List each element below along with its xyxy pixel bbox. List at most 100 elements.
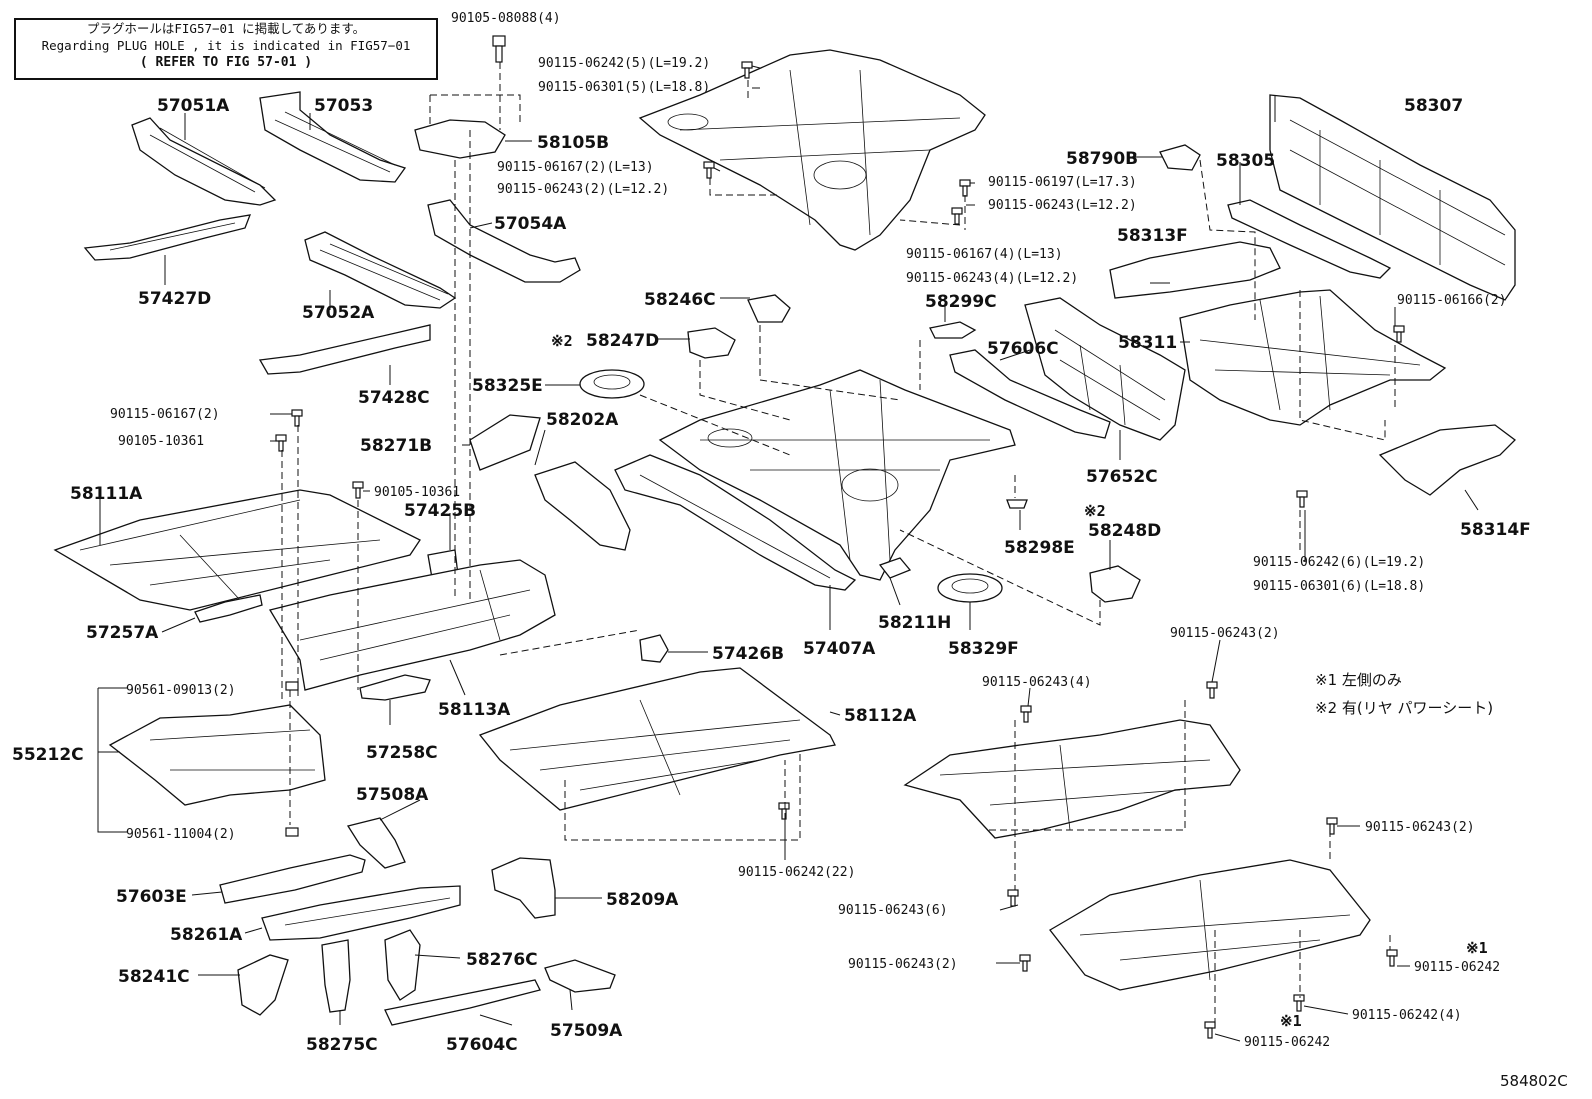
fastener-label[interactable]: 90115-06243(2)	[848, 957, 958, 972]
part-58311-shape[interactable]	[1179, 289, 1447, 426]
label-58311[interactable]: 58311	[1118, 333, 1177, 353]
fastener-label[interactable]: 90115-06242	[1244, 1035, 1330, 1050]
part-57428C-shape[interactable]	[258, 324, 431, 375]
label-57258C[interactable]: 57258C	[366, 743, 438, 763]
label-58275C[interactable]: 58275C	[306, 1035, 378, 1055]
part-58314F-shape[interactable]	[1378, 424, 1516, 496]
fastener-label[interactable]: 90105-10361	[374, 485, 460, 500]
fastener-label[interactable]: 90105-10361	[118, 434, 204, 449]
part-57051A-shape[interactable]	[131, 117, 277, 206]
part-58202A-shape[interactable]	[534, 461, 631, 551]
fastener-label[interactable]: 90115-06243(4)(L=12.2)	[906, 271, 1078, 286]
label-58325E[interactable]: 58325E	[472, 376, 543, 396]
fastener-label[interactable]: 90115-06166(2)	[1397, 293, 1507, 308]
part-57052A-shape[interactable]	[304, 231, 457, 309]
part-58275C-shape[interactable]	[321, 939, 351, 1013]
fastener-label[interactable]: 90115-06242(5)(L=19.2)	[538, 56, 710, 71]
label-58261A[interactable]: 58261A	[170, 925, 243, 945]
label-57426B[interactable]: 57426B	[712, 644, 784, 664]
part-upper-floor-shape[interactable]	[638, 49, 986, 251]
fastener-label[interactable]: 90115-06243(2)	[1365, 820, 1475, 835]
part-58299C-shape[interactable]	[929, 321, 977, 339]
fastener-label[interactable]: 90115-06243(4)	[982, 675, 1092, 690]
label-58211H[interactable]: 58211H	[878, 613, 951, 633]
fastener-label[interactable]: 90115-06242(4)	[1352, 1008, 1462, 1023]
part-57054A-shape[interactable]	[427, 199, 581, 283]
label-57652C[interactable]: 57652C	[1086, 467, 1158, 487]
fastener-label[interactable]: 90115-06197(L=17.3)	[988, 175, 1137, 190]
part-58325E-shape[interactable]	[579, 369, 645, 399]
part-57407A-shape[interactable]	[614, 454, 857, 591]
label-58307[interactable]: 58307	[1404, 96, 1463, 116]
part-57604C-shape[interactable]	[384, 979, 541, 1026]
part-58307-shape[interactable]	[1269, 94, 1516, 301]
fastener-label[interactable]: 90115-06243(L=12.2)	[988, 198, 1137, 213]
label-58113A[interactable]: 58113A	[438, 700, 511, 720]
part-58111A-shape[interactable]	[53, 489, 421, 611]
part-58271B-shape[interactable]	[469, 414, 541, 471]
label-58112A[interactable]: 58112A	[844, 706, 917, 726]
part-58313F-shape[interactable]	[1109, 241, 1281, 299]
fastener-label[interactable]: 90115-06167(2)	[110, 407, 220, 422]
label-57604C[interactable]: 57604C	[446, 1035, 518, 1055]
label-57606C[interactable]: 57606C	[987, 339, 1059, 359]
label-57053[interactable]: 57053	[314, 96, 373, 116]
label-58241C[interactable]: 58241C	[118, 967, 190, 987]
fastener-label[interactable]: 90561-09013(2)	[126, 683, 236, 698]
fastener-label[interactable]: 90115-06167(4)(L=13)	[906, 247, 1063, 262]
label-57425B[interactable]: 57425B	[404, 501, 476, 521]
part-58105B-shape[interactable]	[414, 119, 506, 159]
fastener-label[interactable]: 90115-06243(6)	[838, 903, 948, 918]
fastener-label[interactable]: 90115-06242(22)	[738, 865, 855, 880]
fastener-label[interactable]: 90115-06242	[1414, 960, 1500, 975]
part-center-floor-shape[interactable]	[658, 369, 1016, 581]
label-58247D[interactable]: 58247D	[586, 331, 659, 351]
part-58790B-shape[interactable]	[1159, 144, 1201, 171]
label-57509A[interactable]: 57509A	[550, 1021, 623, 1041]
label-58246C[interactable]: 58246C	[644, 290, 716, 310]
note-refer-fig[interactable]: ( REFER TO FIG 57-01 )	[139, 55, 313, 70]
part-57257A-shape[interactable]	[194, 594, 263, 623]
label-57427D[interactable]: 57427D	[138, 289, 211, 309]
label-57052A[interactable]: 57052A	[302, 303, 375, 323]
label-58276C[interactable]: 58276C	[466, 950, 538, 970]
part-58329F-shape[interactable]	[937, 573, 1003, 603]
label-57054A[interactable]: 57054A	[494, 214, 567, 234]
fastener-label[interactable]: 90115-06301(5)(L=18.8)	[538, 80, 710, 95]
fastener-label[interactable]: 90115-06243(2)(L=12.2)	[497, 182, 669, 197]
part-58261A-shape[interactable]	[261, 885, 461, 941]
label-58299C[interactable]: 58299C	[925, 292, 997, 312]
label-58305[interactable]: 58305	[1216, 151, 1275, 171]
label-58298E[interactable]: 58298E	[1004, 538, 1075, 558]
fastener-label[interactable]: 90115-06242(6)(L=19.2)	[1253, 555, 1425, 570]
part-58247D-shape[interactable]	[687, 327, 736, 359]
part-58211H-shape[interactable]	[878, 557, 912, 579]
label-57603E[interactable]: 57603E	[116, 887, 187, 907]
label-58790B[interactable]: 58790B	[1066, 149, 1138, 169]
label-55212C[interactable]: 55212C	[12, 745, 84, 765]
part-57053-shape[interactable]	[259, 91, 407, 183]
label-58271B[interactable]: 58271B	[360, 436, 432, 456]
part-58248D-shape[interactable]	[1089, 565, 1141, 603]
fastener-label[interactable]: 90561-11004(2)	[126, 827, 236, 842]
fastener-label[interactable]: 90115-06243(2)	[1170, 626, 1280, 641]
part-55212C-shape[interactable]	[108, 704, 326, 806]
part-58246C-shape[interactable]	[747, 294, 791, 323]
part-58298E-shape[interactable]	[1006, 499, 1028, 509]
part-58305-shape[interactable]	[1227, 199, 1392, 279]
label-58105B[interactable]: 58105B	[537, 133, 609, 153]
part-57509A-shape[interactable]	[544, 959, 616, 993]
label-57257A[interactable]: 57257A	[86, 623, 159, 643]
part-58276C-shape[interactable]	[384, 929, 421, 1001]
label-58248D[interactable]: 58248D	[1088, 521, 1161, 541]
label-58313F[interactable]: 58313F	[1117, 226, 1188, 246]
fastener-label[interactable]: 90115-06167(2)(L=13)	[497, 160, 654, 175]
part-58112A-shape[interactable]	[478, 667, 836, 811]
label-58111A[interactable]: 58111A	[70, 484, 143, 504]
part-57258C-shape[interactable]	[359, 674, 431, 701]
part-57606C-shape[interactable]	[949, 349, 1111, 439]
label-58209A[interactable]: 58209A	[606, 890, 679, 910]
part-57652C-shape[interactable]	[1024, 297, 1186, 441]
part-58209A-shape[interactable]	[491, 857, 556, 919]
part-57603E-shape[interactable]	[219, 854, 366, 904]
